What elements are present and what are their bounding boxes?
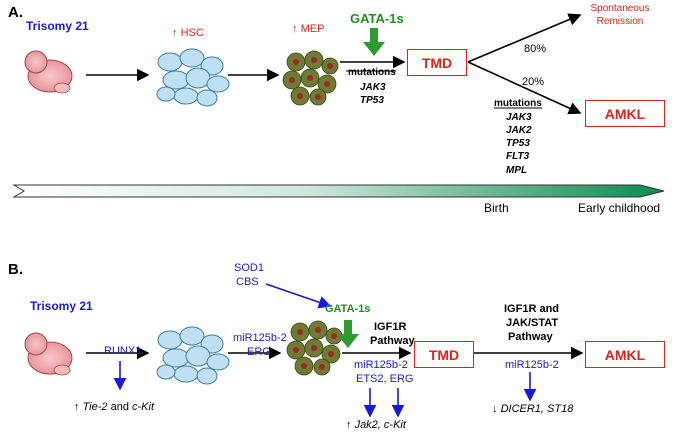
gata1s-arrow-b-icon (337, 320, 359, 348)
amkl-box-a: AMKL (585, 100, 665, 127)
tmd-box-a: TMD (407, 49, 467, 76)
mutation-a-0: JAK3 (360, 82, 386, 93)
hsc-cluster-b-icon (156, 326, 230, 385)
mutation-a-1: TP53 (360, 95, 384, 106)
mir125b-label-2: miR125b-2 (354, 359, 408, 371)
sod1-label: SOD1 (234, 262, 264, 274)
timeline-early-childhood: Early childhood (578, 201, 661, 215)
igf1r-label-1: IGF1R (374, 321, 407, 333)
panel-a-label: A. (8, 4, 23, 21)
panel-b-label: B. (8, 261, 23, 278)
mep-cluster-a-icon (282, 50, 339, 106)
igf-jak-label-2: JAK/STAT (506, 317, 559, 329)
mutation-amkl-2: TP53 (506, 138, 530, 149)
runx1-label: RUNX1 (104, 345, 142, 357)
amkl-box-b: AMKL (585, 341, 665, 368)
timeline-arrow (12, 184, 665, 198)
tmd-box-b: TMD (414, 341, 474, 368)
ets2-erg-label: ETS2, ERG (356, 373, 414, 385)
igf-jak-label-3: Pathway (508, 331, 553, 343)
dicer-label: ↓ DICER1, ST18 (492, 403, 574, 415)
mutation-amkl-3: FLT3 (506, 151, 530, 162)
igf1r-label-2: Pathway (370, 335, 415, 347)
pct-amkl: 20% (522, 76, 545, 88)
gata1s-label-b: GATA-1s (325, 303, 371, 315)
mutation-amkl-4: MPL (506, 165, 528, 176)
timeline-birth: Birth (484, 201, 509, 215)
jak2-ckit-label: ↑ Jak2, c-Kit (346, 419, 406, 431)
arrow-tmd-to-amkl (467, 61, 582, 115)
pct-remission: 80% (524, 43, 547, 55)
mutations-title-a: mutations (348, 67, 396, 78)
embryo-a-icon (24, 50, 73, 94)
trisomy-label-a: Trisomy 21 (26, 19, 89, 33)
mir125b-label-3: miR125b-2 (505, 359, 559, 371)
mep-label: ↑ MEP (292, 23, 325, 35)
igf-jak-label-1: IGF1R and (504, 303, 560, 315)
mutation-amkl-0: JAK3 (506, 112, 532, 123)
remission-line-2: Remission (596, 16, 644, 27)
cbs-label: CBS (236, 276, 259, 288)
remission-line-1: Spontaneous (590, 3, 650, 14)
gata1s-label-a: GATA-1s (350, 11, 404, 26)
tie2-ckit-label: ↑ Tie-2 and c-Kit (74, 401, 155, 413)
arrow-tmd-to-remission (467, 13, 582, 63)
mutation-amkl-1: JAK2 (506, 125, 532, 136)
gata1s-arrow-a-icon (363, 28, 385, 56)
hsc-label: ↑ HSC (172, 27, 204, 39)
embryo-b-icon (24, 332, 73, 376)
arrow-sod1-to-gata1s (265, 283, 332, 309)
mep-cluster-b-icon (286, 320, 343, 376)
hsc-cluster-a-icon (156, 48, 230, 107)
erg-label-1: ERG (247, 346, 271, 358)
trisomy-label-b: Trisomy 21 (30, 299, 93, 313)
mutations-title-amkl: mutations (494, 98, 542, 109)
mir125b-label-1: miR125b-2 (233, 332, 287, 344)
